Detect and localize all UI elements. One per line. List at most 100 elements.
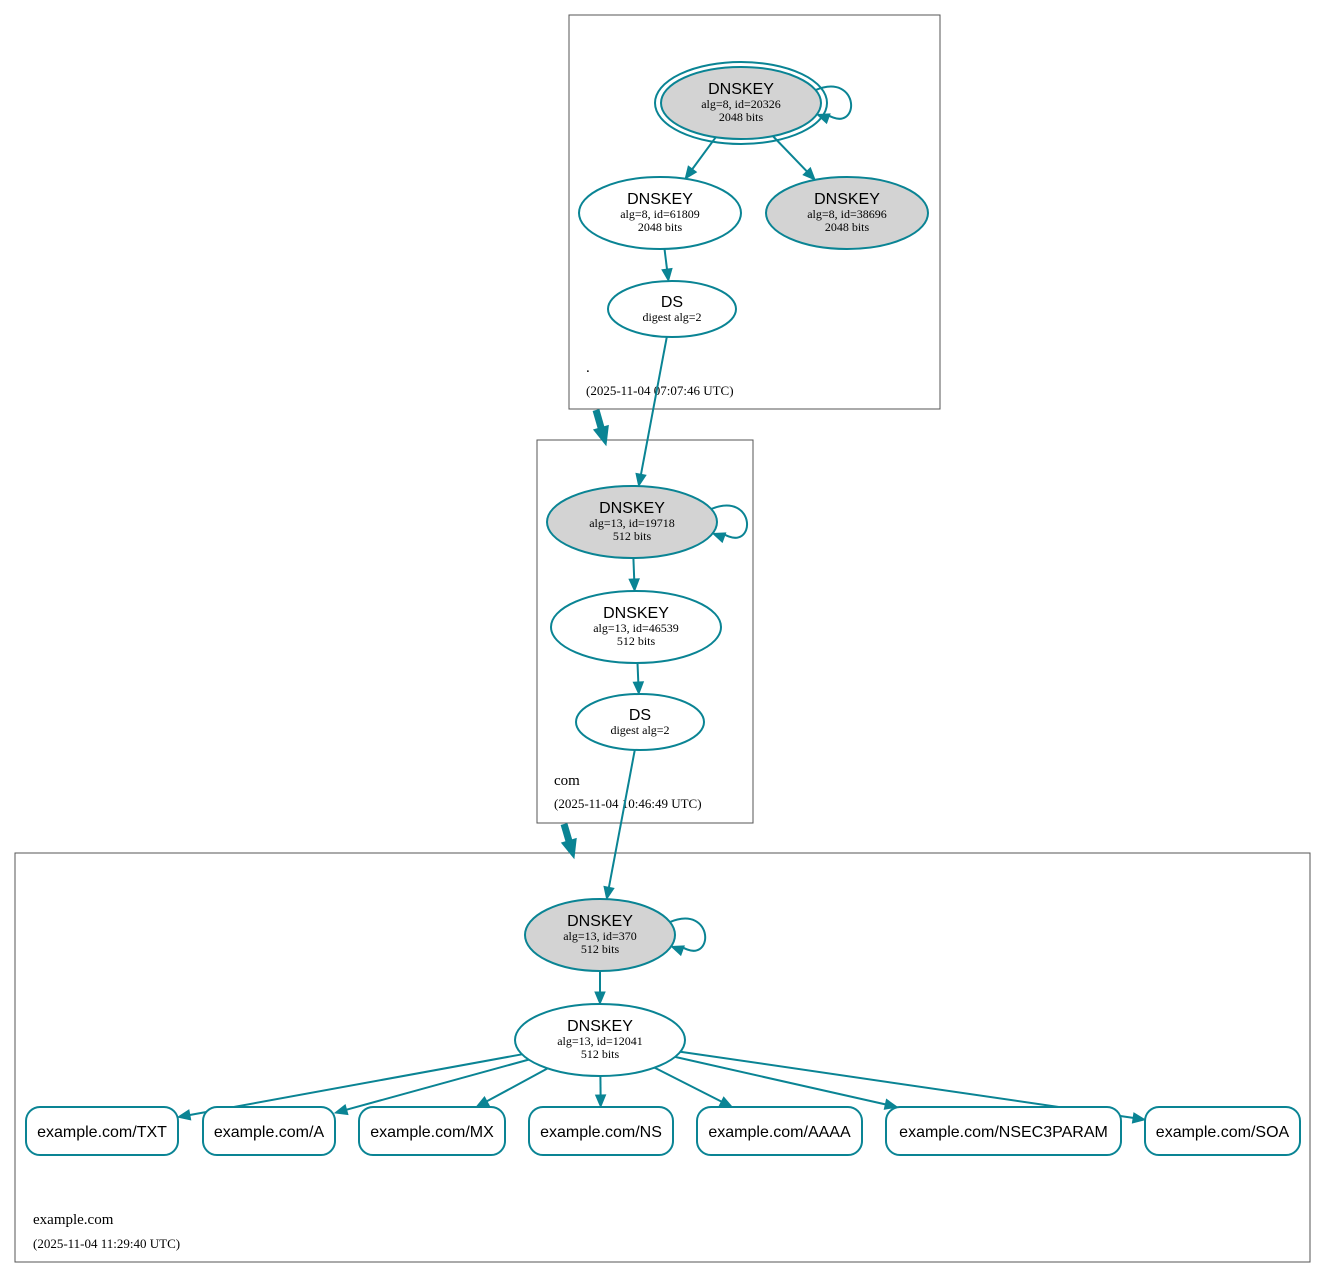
edge-line [663, 248, 668, 270]
edge-arrowhead [333, 1103, 349, 1116]
edge-line [189, 1053, 523, 1116]
edge-ex_zsk-rr_ns [594, 1075, 607, 1109]
edge-arrowhead [684, 165, 698, 180]
edge-arrowhead [628, 578, 640, 593]
edge-arrowhead [661, 267, 673, 283]
edge-arrowhead [176, 1109, 192, 1121]
node-title: DNSKEY [627, 191, 693, 208]
self-loop-edge [814, 85, 853, 120]
self-loop-edge [709, 504, 749, 539]
rrset-box [358, 1106, 506, 1156]
edge-line [636, 662, 640, 683]
edge-arrowhead [1131, 1112, 1147, 1124]
rrset-label: example.com/AAAA [708, 1124, 851, 1141]
zone-box [568, 14, 941, 410]
rrset-label: example.com/MX [370, 1124, 494, 1141]
rrset-box [528, 1106, 674, 1156]
edge-ex_zsk-rr_mx [475, 1067, 549, 1108]
zone-box [536, 439, 754, 824]
node-detail: alg=8, id=61809 [620, 207, 700, 221]
edge-ex_zsk-rr_txt [176, 1053, 523, 1121]
node-rr_soa: example.com/SOA [1144, 1106, 1301, 1156]
edges-layer [176, 135, 1147, 1124]
edge-line [654, 1066, 722, 1103]
zone-root: . (2025-11-04 07:07:46 UTC) [568, 14, 941, 410]
zone-box [14, 852, 1311, 1263]
edge-com_ds-ex_ksk [603, 749, 636, 901]
edge-arrowhead [802, 166, 816, 181]
node-ellipse [546, 485, 718, 559]
edge-root_ksk-root_key3 [772, 135, 816, 181]
rrset-label: example.com/A [214, 1124, 325, 1141]
edge-arrowhead [635, 472, 647, 488]
zone-name: example.com [33, 1212, 114, 1228]
node-keysize: 2048 bits [825, 220, 870, 234]
zone-name: com [554, 773, 580, 789]
edge-root_ds-com_ksk [635, 336, 668, 488]
zone-timestamp: (2025-11-04 07:07:46 UTC) [586, 383, 734, 398]
edge-ex_zsk-rr_a [333, 1058, 529, 1116]
node-detail: alg=13, id=370 [563, 929, 637, 943]
rrset-label: example.com/TXT [37, 1124, 167, 1141]
node-title: DNSKEY [814, 191, 880, 208]
node-keysize: 512 bits [613, 529, 652, 543]
node-keysize: 2048 bits [719, 110, 764, 124]
node-ellipse [607, 280, 737, 338]
self-loop-arrowhead [670, 945, 685, 957]
node-ellipse [578, 176, 742, 250]
node-rr_nsec3param: example.com/NSEC3PARAM [885, 1106, 1122, 1156]
node-rr_aaaa: example.com/AAAA [696, 1106, 863, 1156]
node-title: DNSKEY [603, 605, 669, 622]
delegation-line [592, 409, 605, 431]
edge-line [632, 557, 636, 580]
edge-ex_zsk-rr_nsec3param [674, 1055, 899, 1110]
delegation-com-example [560, 823, 577, 860]
edge-arrowhead [603, 885, 615, 901]
zone-example: example.com (2025-11-04 11:29:40 UTC) [14, 852, 1311, 1263]
node-detail: alg=13, id=46539 [593, 621, 679, 635]
edge-arrowhead [594, 991, 606, 1006]
node-keysize: 512 bits [581, 1047, 620, 1061]
node-title: DS [629, 707, 651, 724]
edge-root_zsk-root_ds [661, 248, 673, 283]
node-detail: alg=13, id=12041 [557, 1034, 643, 1048]
edge-arrowhead [718, 1096, 734, 1108]
zone-name: . [586, 360, 590, 376]
node-ellipse [514, 1003, 686, 1077]
edge-line [772, 135, 808, 172]
rrset-label: example.com/NSEC3PARAM [899, 1124, 1108, 1141]
edge-root_ksk-root_zsk [684, 136, 717, 180]
edge-ex_ksk-ex_zsk [594, 971, 606, 1006]
node-keysize: 2048 bits [638, 220, 683, 234]
zones-layer: . (2025-11-04 07:07:46 UTC) com (2025-11-04… [14, 14, 1311, 1263]
edge-line [346, 1058, 529, 1111]
node-rr_txt: example.com/TXT [25, 1106, 179, 1156]
node-keysize: 512 bits [617, 634, 656, 648]
edge-com_ksk-com_zsk [628, 557, 640, 593]
node-title: DNSKEY [708, 81, 774, 98]
node-ellipse [660, 66, 822, 140]
node-rr_mx: example.com/MX [358, 1106, 506, 1156]
node-detail: alg=8, id=20326 [701, 97, 781, 111]
delegation-line [560, 823, 573, 844]
node-ellipse [765, 176, 929, 250]
node-ellipse [550, 590, 722, 664]
zone-timestamp: (2025-11-04 11:29:40 UTC) [33, 1236, 180, 1251]
edge-arrowhead [475, 1096, 491, 1108]
rrset-label: example.com/SOA [1156, 1124, 1290, 1141]
edge-arrowhead [594, 1094, 607, 1109]
node-rr_a: example.com/A [202, 1106, 336, 1156]
delegation-root-com [592, 409, 609, 447]
node-rr_ns: example.com/NS [528, 1106, 674, 1156]
edge-line [486, 1067, 549, 1103]
node-detail: digest alg=2 [610, 723, 669, 737]
